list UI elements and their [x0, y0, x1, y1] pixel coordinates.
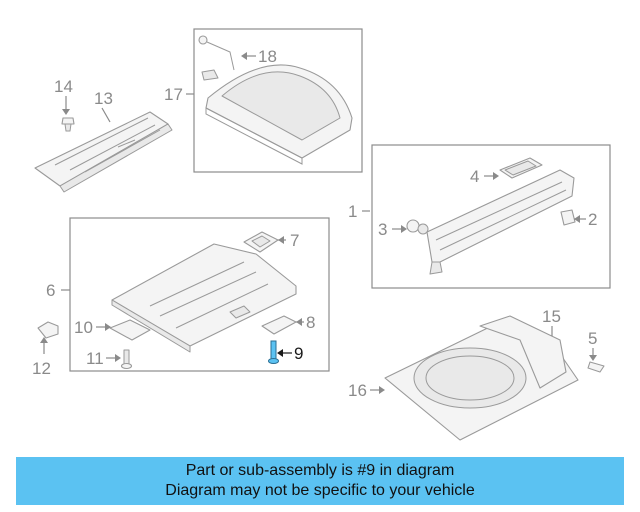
callout-5: 5	[588, 329, 597, 348]
callout-11: 11	[86, 349, 104, 368]
part-3-fastener	[406, 219, 429, 235]
callout-1: 1	[348, 202, 357, 221]
callout-7: 7	[290, 231, 299, 250]
part-12-clip	[37, 321, 59, 339]
part-9-screw	[268, 340, 279, 364]
callout-16: 16	[348, 381, 367, 400]
banner-line-part-number: Part or sub-assembly is #9 in diagram	[185, 462, 455, 479]
callout-9: 9	[294, 344, 303, 363]
part-8-bracket	[261, 315, 297, 335]
callout-2: 2	[588, 210, 597, 229]
callout-14: 14	[54, 77, 73, 96]
part-7-plug	[243, 231, 279, 253]
part-13-trunk-mat	[34, 111, 173, 193]
callout-4: 4	[470, 167, 479, 186]
part-18-cable	[198, 35, 235, 81]
part-11-bolt	[120, 349, 133, 370]
part-10-plate	[109, 319, 151, 341]
part-14-clip	[61, 117, 75, 132]
callout-labels: 1 2 3 4 5 6 7 8 9 10 11 12 13 14 15 16 1…	[32, 47, 597, 400]
part-5-clip	[587, 361, 605, 373]
callout-13: 13	[94, 89, 113, 108]
leader-lines	[40, 52, 597, 394]
part-1-trim-panel	[426, 169, 575, 275]
parts-diagram: 1 2 3 4 5 6 7 8 9 10 11 12 13 14 15 16 1…	[32, 28, 611, 441]
callout-10: 10	[74, 318, 93, 337]
callout-18: 18	[258, 47, 277, 66]
callout-8: 8	[306, 313, 315, 332]
info-banner: Part or sub-assembly is #9 in diagram Di…	[16, 457, 624, 505]
callout-3: 3	[378, 220, 387, 239]
group-box-trim-panel	[371, 144, 611, 289]
callout-6: 6	[46, 281, 55, 300]
part-4-latch-cover	[499, 157, 543, 179]
banner-line-disclaimer: Diagram may not be specific to your vehi…	[165, 482, 475, 499]
callout-12: 12	[32, 359, 51, 378]
group-box-floor-board	[69, 217, 330, 372]
callout-15: 15	[542, 307, 561, 326]
part-17-package-tray	[205, 64, 353, 165]
group-box-rear-shelf	[193, 28, 363, 173]
part-6-floor-board	[111, 243, 297, 353]
callout-17: 17	[164, 85, 183, 104]
part-15-foam-insert	[479, 315, 567, 389]
part-2-clip	[560, 209, 576, 226]
